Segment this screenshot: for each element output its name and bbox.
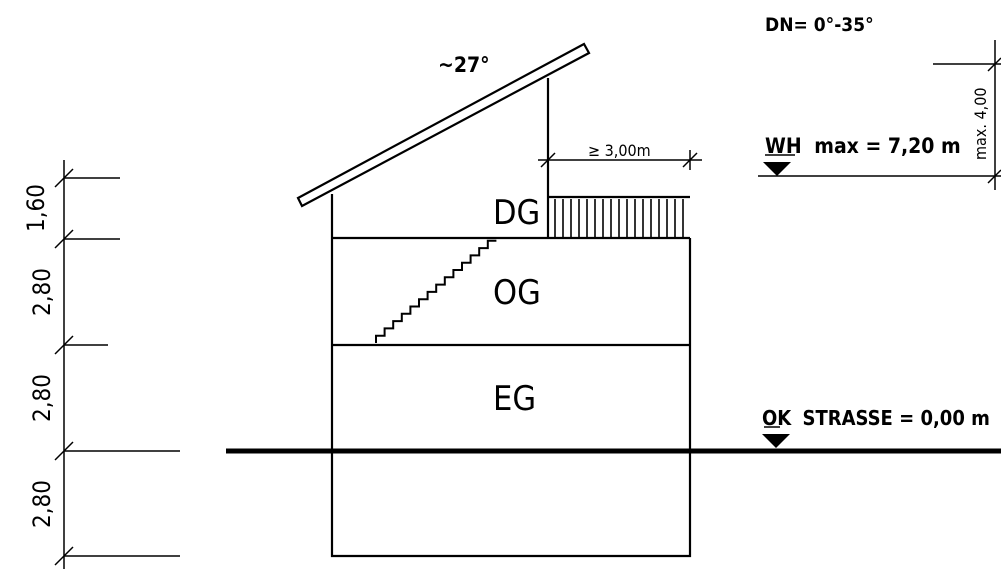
svg-text:OK STRASSE = 0,00 m: OK STRASSE = 0,00 m <box>762 406 990 430</box>
max-height-label: max. 4,00 <box>971 87 990 160</box>
roof-pitch-range: DN= 0°-35° <box>765 14 874 36</box>
dimension-1-60: 1,60 <box>22 184 50 232</box>
dimension-2-80-ug: 2,80 <box>28 480 56 528</box>
dimension-2-80-og: 2,80 <box>28 268 56 316</box>
street-level-label: OK <box>762 406 792 430</box>
floor-label-eg: EG <box>493 379 536 419</box>
eave-height-label: WH <box>765 134 802 158</box>
roof-angle: ~27° <box>438 53 490 77</box>
svg-text:WH max = 7,20 m: WH max = 7,20 m <box>765 134 961 158</box>
setback-label: ≥ 3,00m <box>588 141 651 160</box>
floor-label-dg: DG <box>493 193 540 233</box>
stair <box>375 239 497 343</box>
max-height-dimension <box>933 40 1001 190</box>
eave-height-marker <box>758 154 1001 177</box>
left-dimension-chain <box>54 160 180 569</box>
setback-dimension <box>538 150 702 170</box>
dimension-2-80-eg: 2,80 <box>28 374 56 422</box>
roof-slab <box>296 42 591 208</box>
eave-height-value: max = 7,20 m <box>814 134 960 158</box>
street-level-marker <box>762 426 790 448</box>
floor-label-og: OG <box>493 273 541 313</box>
building-outline <box>330 78 692 558</box>
terrace-railing <box>554 199 684 238</box>
street-level-value: STRASSE = 0,00 m <box>803 406 990 430</box>
